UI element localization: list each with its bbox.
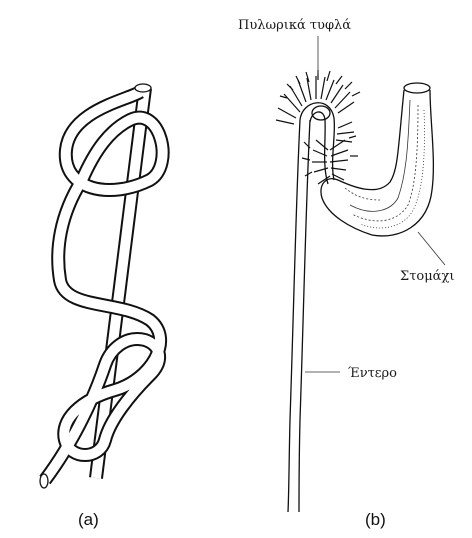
label-intestine: Έντερο <box>348 366 397 381</box>
panel-a-label: (a) <box>78 510 99 529</box>
panel-b-digestive-system: Πυλωρικά τυφλά Στομάχι Έντερο (b) <box>238 18 454 529</box>
leader-stomach <box>418 232 445 265</box>
panel-b-label: (b) <box>365 510 386 529</box>
panel-a-coiled-intestine: (a) <box>40 84 163 529</box>
label-stomach: Στομάχι <box>400 269 454 284</box>
pyloric-caeca-cluster <box>276 70 360 184</box>
label-pyloric-caeca: Πυλωρικά τυφλά <box>238 18 351 33</box>
